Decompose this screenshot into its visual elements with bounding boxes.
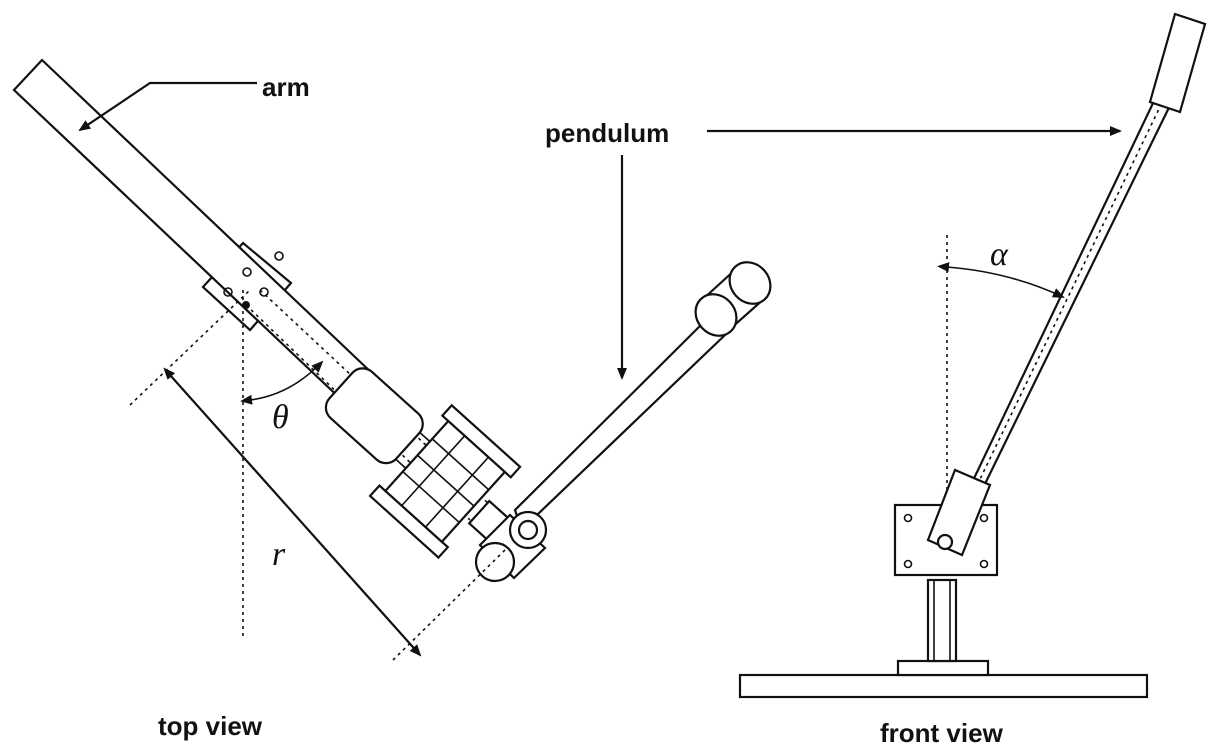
pendulum-rod bbox=[513, 316, 727, 530]
r-label: r bbox=[272, 536, 286, 573]
top-view bbox=[12, 58, 1122, 661]
arm-bar bbox=[12, 58, 376, 406]
front-view-label: front view bbox=[880, 718, 1004, 748]
arm-pointer bbox=[78, 81, 257, 132]
arm-label: arm bbox=[262, 72, 310, 102]
pendulum-label: pendulum bbox=[545, 118, 669, 148]
base-plate bbox=[738, 673, 1149, 699]
alpha-arc bbox=[937, 262, 1065, 298]
theta-arc bbox=[240, 360, 324, 405]
support-column bbox=[926, 578, 958, 663]
pivot-hub bbox=[474, 510, 548, 583]
front-view bbox=[738, 12, 1207, 699]
r-dimension-line bbox=[163, 367, 422, 657]
theta-label: θ bbox=[272, 399, 289, 436]
alpha-label: α bbox=[990, 236, 1009, 273]
front-pendulum-weight bbox=[1148, 12, 1207, 114]
mounting-holes bbox=[223, 251, 284, 309]
top-view-label: top view bbox=[158, 711, 263, 741]
front-hub-link bbox=[926, 468, 992, 557]
pendulum-weight bbox=[694, 261, 772, 337]
